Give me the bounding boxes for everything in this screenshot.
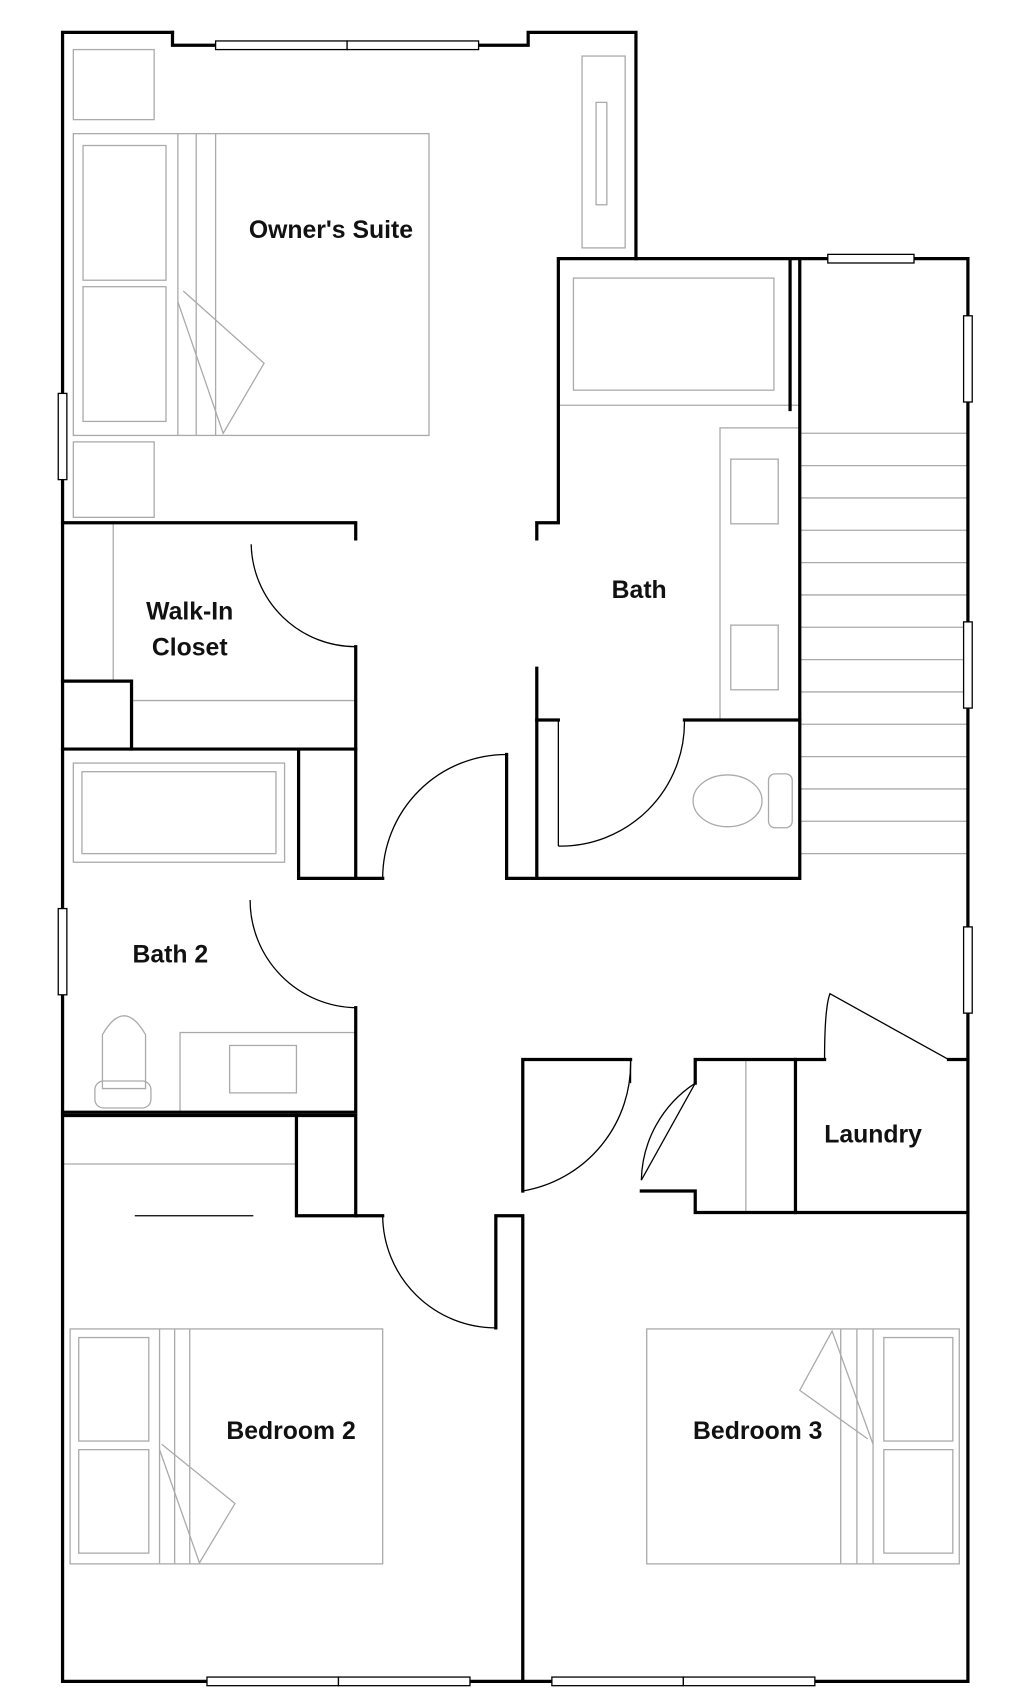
label-bath-2: Bath 2	[132, 941, 208, 968]
doors	[249, 544, 949, 1329]
label-bath: Bath	[612, 577, 667, 604]
label-owners-suite: Owner's Suite	[249, 217, 413, 244]
room-labels: Owner's Suite Bath Walk-In Closet Bath 2…	[132, 217, 922, 1445]
furniture	[62, 48, 968, 1565]
label-closet: Closet	[152, 634, 228, 661]
windows	[57, 40, 973, 1687]
label-walk-in: Walk-In	[146, 599, 233, 626]
label-bedroom-2: Bedroom 2	[226, 1418, 355, 1445]
stairs	[799, 432, 968, 855]
label-bedroom-3: Bedroom 3	[693, 1418, 822, 1445]
label-laundry: Laundry	[824, 1121, 922, 1148]
walls	[60, 30, 970, 1683]
